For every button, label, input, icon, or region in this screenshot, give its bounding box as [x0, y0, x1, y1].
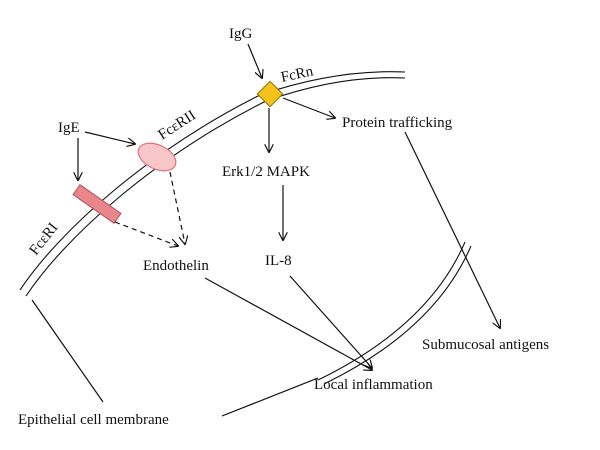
label-submucosal-antigens: Submucosal antigens	[422, 337, 549, 353]
arrow-fcrn-protein-trafficking	[282, 97, 335, 118]
label-erk: Erk1/2 MAPK	[222, 164, 310, 180]
pointer-outer-membrane	[31, 299, 104, 403]
arrow-fcerii-endothelin	[169, 171, 185, 244]
label-local-inflammation: Local inflammation	[314, 377, 433, 393]
label-igg: IgG	[229, 26, 252, 42]
label-il8: IL-8	[265, 253, 292, 269]
label-ige: IgE	[58, 120, 80, 136]
arrow-endothelin-inflammation	[204, 277, 372, 370]
arrow-fceri-endothelin	[114, 221, 178, 246]
fcerii-receptor	[137, 142, 177, 172]
membrane-pointers	[31, 299, 319, 417]
label-fceri: FcεRI	[27, 220, 62, 258]
outer-membrane	[19, 71, 406, 297]
fceri-receptor	[72, 184, 122, 224]
label-fcrn: FcRn	[280, 63, 316, 86]
label-protein-trafficking: Protein trafficking	[342, 115, 453, 131]
inner-membrane	[317, 241, 472, 385]
label-fcerii: FcεRII	[155, 107, 198, 143]
label-epithelial-membrane: Epithelial cell membrane	[18, 412, 169, 428]
arrow-protein-trafficking-antigens	[404, 131, 500, 328]
arrow-igg-fcrn	[247, 43, 262, 78]
arrow-ige-fcerii	[84, 131, 135, 144]
arrow-il8-inflammation	[289, 275, 372, 368]
arrows	[78, 43, 500, 370]
fcrn-receptor	[256, 80, 284, 108]
pointer-inner-membrane	[221, 377, 319, 417]
label-endothelin: Endothelin	[143, 258, 209, 274]
